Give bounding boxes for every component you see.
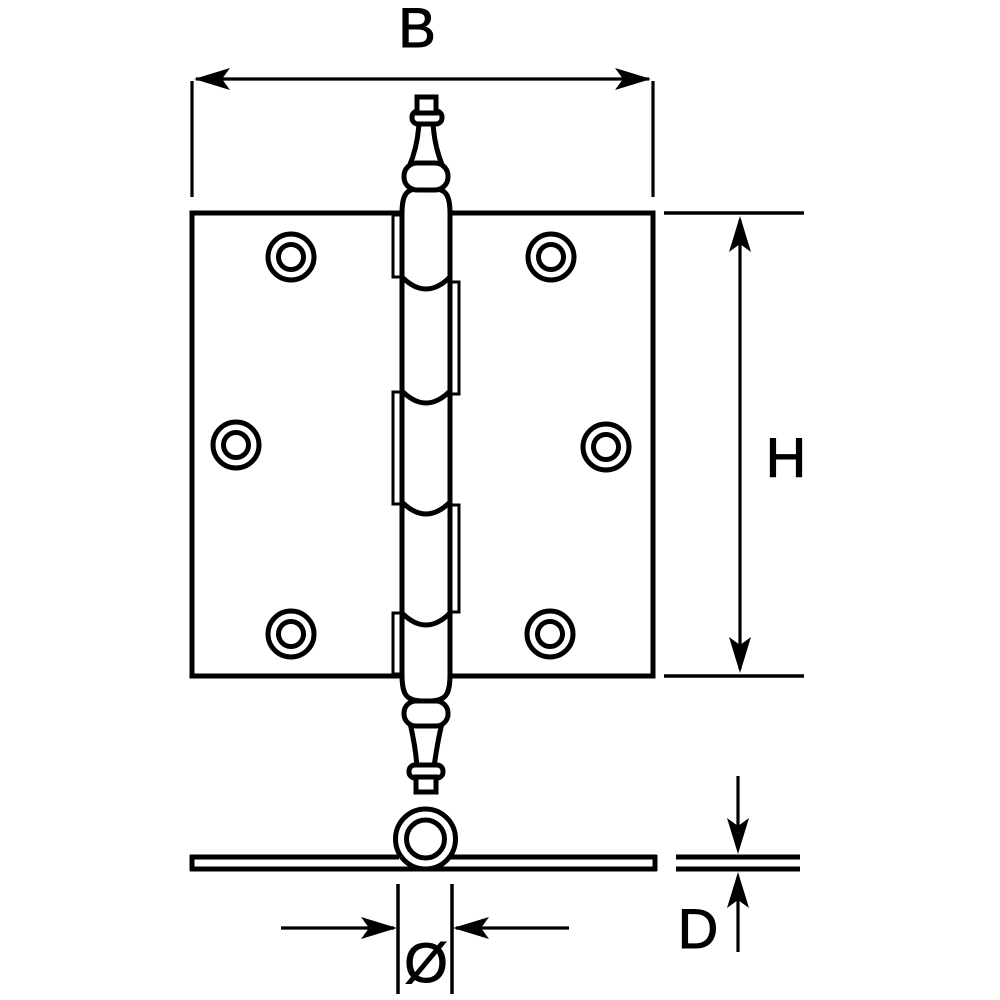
bottom-finial: [401, 698, 451, 795]
dimension-diameter-label: Ø: [404, 931, 448, 994]
dimension-d-label: D: [678, 897, 718, 960]
side-view: [189, 806, 658, 872]
bottom-finial-bulge: [401, 698, 451, 729]
dimension-h-label: H: [766, 426, 806, 489]
dimension-diameter-arrowhead-right: [453, 917, 489, 939]
bottom-finial-tip: [413, 774, 439, 795]
knuckle-divider-arc-1: [400, 275, 452, 292]
screw-hole-top-left: [265, 231, 317, 283]
screw-hole-bottom-right: [524, 608, 576, 660]
left-knuckle-strip-bottom: [391, 611, 404, 676]
dimension-b-label: B: [398, 0, 435, 59]
dimension-d: D: [676, 776, 800, 961]
screw-hole-middle-left: [210, 419, 262, 471]
dimension-d-arrowhead-down: [727, 818, 749, 854]
knuckle-divider-arc-2: [400, 389, 452, 406]
knuckle-divider-arc-3: [400, 500, 452, 517]
right-knuckle-strip-lower: [448, 503, 461, 614]
left-knuckle-strip-middle: [391, 390, 404, 506]
dimension-h-arrowhead-bottom: [729, 637, 751, 673]
top-finial-tip: [414, 94, 439, 116]
dimension-h: H: [664, 211, 807, 678]
left-knuckle-strip-top: [391, 213, 404, 279]
screw-hole-top-right: [525, 231, 577, 283]
knuckle-divider-arc-4: [400, 611, 452, 628]
screw-holes: [210, 231, 632, 660]
right-knuckle-strip-upper: [448, 280, 461, 396]
screw-hole-bottom-left: [265, 608, 317, 660]
side-knuckle-inner-circle: [404, 817, 447, 861]
front-view: [189, 94, 656, 795]
dimension-b-arrowhead-left: [194, 68, 230, 90]
dimension-b-arrowhead-right: [615, 68, 651, 90]
screw-hole-middle-right: [580, 421, 632, 473]
top-finial-neck: [405, 120, 447, 170]
dimension-b: B: [190, 0, 655, 197]
top-finial-bulge: [401, 160, 451, 193]
top-finial: [401, 94, 451, 193]
dimension-d-arrowhead-up: [727, 872, 749, 908]
bottom-finial-neck: [406, 720, 446, 770]
dimension-diameter-arrowhead-left: [361, 917, 397, 939]
dimension-h-arrowhead-top: [729, 216, 751, 252]
dimension-diameter: Ø: [281, 884, 569, 995]
